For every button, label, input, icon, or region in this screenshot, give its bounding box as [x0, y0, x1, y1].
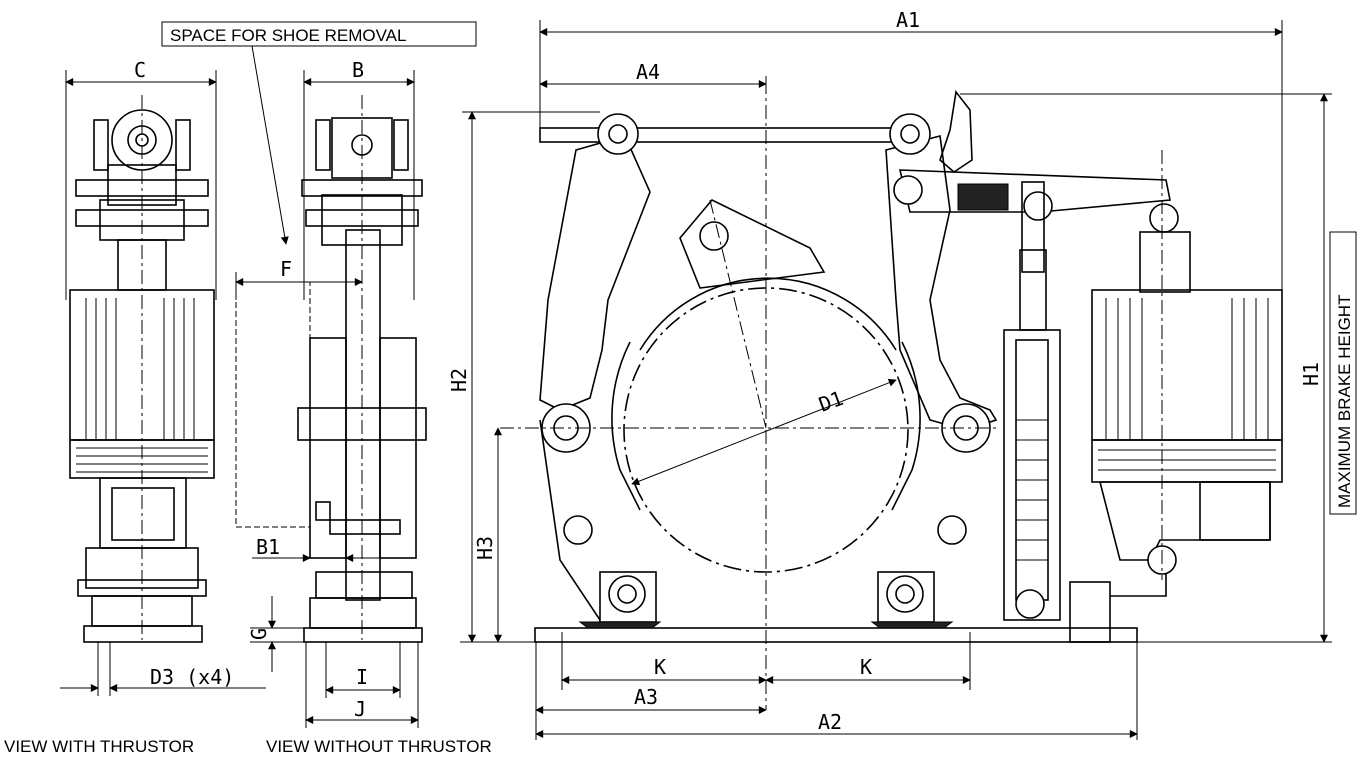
dim-label-b: B	[352, 58, 364, 82]
front-view	[500, 80, 1283, 710]
max-height-label: MAXIMUM BRAKE HEIGHT	[1335, 295, 1354, 508]
dim-label-a1: A1	[896, 8, 920, 32]
view-without-thrustor	[235, 45, 427, 728]
dim-label-j: J	[354, 697, 366, 721]
dimension-lines	[460, 20, 1332, 740]
caption-without-thrustor: VIEW WITHOUT THRUSTOR	[266, 737, 492, 756]
dim-label-c: C	[134, 58, 146, 82]
dim-label-a3: A3	[634, 685, 658, 709]
dim-label-i: I	[356, 665, 368, 689]
view-with-thrustor	[60, 70, 266, 696]
dim-label-a2: A2	[818, 710, 842, 734]
dim-label-g: G	[247, 628, 271, 640]
dim-label-k-left: K	[654, 655, 666, 679]
dim-label-h2: H2	[447, 368, 471, 392]
dim-label-b1: B1	[256, 535, 280, 559]
dim-label-d1: D1	[816, 386, 847, 417]
dim-label-f: F	[280, 257, 292, 281]
dim-label-d3: D3 (x4)	[150, 665, 234, 689]
dim-label-h1: H1	[1299, 362, 1323, 386]
dim-label-k-right: K	[860, 655, 872, 679]
max-height-label-box	[1329, 231, 1357, 515]
caption-with-thrustor: VIEW WITH THRUSTOR	[4, 737, 194, 756]
dim-label-a4: A4	[636, 60, 660, 84]
shoe-removal-label-box	[161, 21, 477, 47]
dim-label-h3: H3	[473, 536, 497, 560]
shoe-removal-label: SPACE FOR SHOE REMOVAL	[170, 26, 406, 45]
